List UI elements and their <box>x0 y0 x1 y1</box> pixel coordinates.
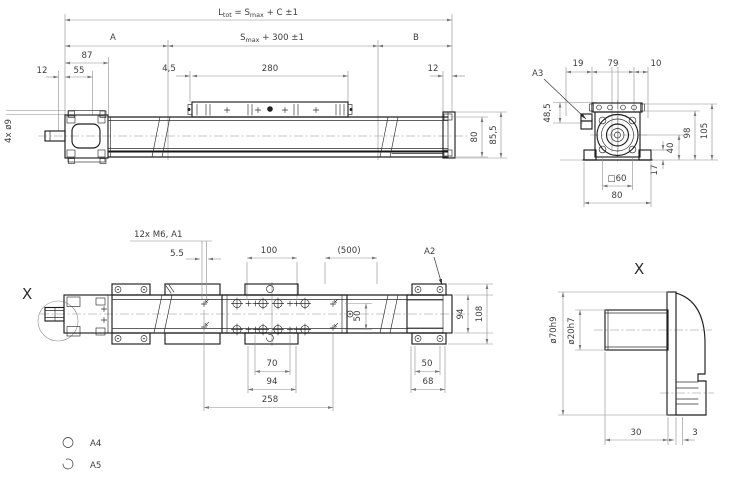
dim-12-left: 12 <box>37 66 48 76</box>
dim-50-bottom: 50 <box>422 359 433 369</box>
dim-98: 98 <box>683 128 693 139</box>
dim-108: 108 <box>475 306 485 322</box>
label-a3: A3 <box>532 69 543 79</box>
dim-a: A <box>110 33 116 43</box>
dim-280: 280 <box>262 64 278 74</box>
dim-94-bottom: 94 <box>267 377 278 387</box>
dim-87: 87 <box>82 51 93 61</box>
dim-10: 10 <box>651 59 662 69</box>
a4-legend-circle-icon <box>62 437 74 448</box>
dim-ltot: Ltot = Smax + C ±1 <box>218 8 298 19</box>
dim-48-5: 48,5 <box>543 103 553 122</box>
detail-x-title: X <box>634 260 644 278</box>
dim-94-right: 94 <box>456 309 466 320</box>
dim-4-5: 4,5 <box>162 64 176 74</box>
dim-70: 70 <box>267 359 278 369</box>
dim-100: 100 <box>261 246 277 256</box>
label-a2: A2 <box>424 247 435 257</box>
view-side-elevation: Ltot = Smax + C ±1 A Smax + 300 ±1 B 87 … <box>4 8 507 164</box>
label-12x-m6-a1: 12x M6, A1 <box>134 230 182 240</box>
dim-d70h9: ø70h9 <box>549 316 559 343</box>
dim-30: 30 <box>631 428 642 438</box>
dim-12-right: 12 <box>428 64 439 74</box>
dim-105: 105 <box>700 123 710 139</box>
dim-50-mid: 50 <box>353 311 363 322</box>
dim-80-end: 80 <box>612 191 623 201</box>
dim-55: 55 <box>74 66 85 76</box>
dim-4x-d9: 4x ø9 <box>4 119 14 143</box>
view-plan: X 12x M6, A1 <box>22 230 493 411</box>
dim-3: 3 <box>692 428 697 438</box>
dim-d20h7: ø20h7 <box>567 317 577 344</box>
dim-80: 80 <box>470 132 480 143</box>
dim-sq60: □60 <box>607 174 626 184</box>
dim-smax: Smax + 300 ±1 <box>240 33 304 44</box>
legend-a4-label: A4 <box>90 439 101 449</box>
dim-19: 19 <box>573 59 584 69</box>
dim-17: 17 <box>650 165 660 176</box>
dim-5-5: 5.5 <box>170 249 184 259</box>
detail-x-marker: X <box>22 285 32 303</box>
dim-40: 40 <box>666 143 676 154</box>
legend-a5-label: A5 <box>90 461 101 471</box>
dim-258: 258 <box>262 395 278 405</box>
dim-85-5: 85,5 <box>489 125 499 144</box>
legend: A4 A5 <box>62 437 101 471</box>
a4-symbol-circle <box>266 285 274 293</box>
dim-79: 79 <box>608 59 619 69</box>
dim-b: B <box>413 33 419 43</box>
view-end: 19 79 10 A3 48,5 <box>532 59 718 207</box>
view-detail-x: X ø70h9 ø20h7 30 3 <box>549 260 714 445</box>
dim-500: (500) <box>337 246 360 256</box>
dim-68: 68 <box>423 377 434 387</box>
a5-legend-crescent-icon <box>62 458 74 470</box>
a5-symbol-crescent <box>266 334 274 342</box>
